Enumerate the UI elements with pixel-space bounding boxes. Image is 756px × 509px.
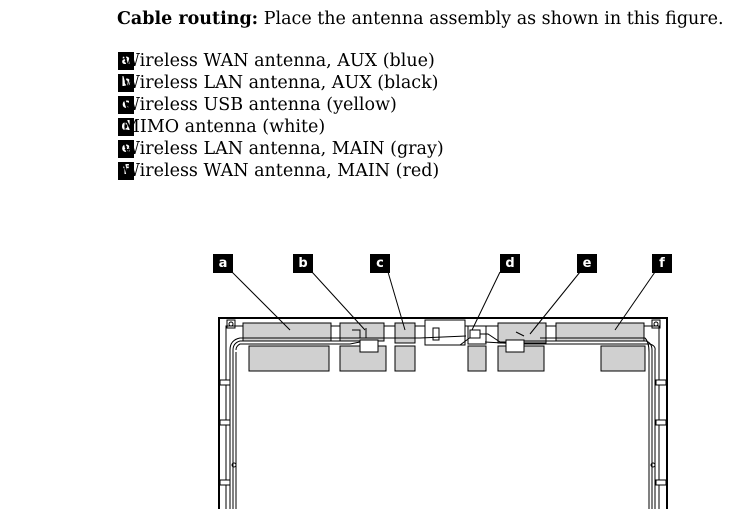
figure-callout-e: e	[577, 254, 597, 273]
display-frame-outer	[218, 317, 668, 509]
legend-desc-c: Wireless USB antenna (yellow)	[122, 95, 397, 115]
cable-routing-text: Place the antenna assembly as shown in t…	[258, 9, 724, 29]
legend-key-d: d	[118, 118, 134, 136]
legend-desc-a: Wireless WAN antenna, AUX (blue)	[122, 51, 435, 71]
figure-callout-f: f	[652, 254, 672, 273]
legend-key-b: b	[118, 74, 134, 92]
figure-callout-a: a	[213, 254, 233, 273]
cable-routing-label: Cable routing:	[117, 9, 259, 29]
legend-key-c: c	[118, 96, 134, 114]
legend-desc-b: Wireless LAN antenna, AUX (black)	[122, 73, 439, 93]
figure-callout-c: c	[370, 254, 390, 273]
figure-callout-b: b	[293, 254, 313, 273]
cable-routing-instruction: Cable routing: Place the antenna assembl…	[117, 8, 724, 30]
legend-desc-f: Wireless WAN antenna, MAIN (red)	[122, 161, 440, 181]
legend-key-f: f	[118, 162, 134, 180]
legend-desc-e: Wireless LAN antenna, MAIN (gray)	[122, 139, 444, 159]
antenna-c	[394, 322, 416, 344]
legend-key-e: e	[118, 140, 134, 158]
figure-callout-d: d	[500, 254, 520, 273]
legend-key-a: a	[118, 52, 134, 70]
legend-desc-d: MIMO antenna (white)	[122, 117, 326, 137]
